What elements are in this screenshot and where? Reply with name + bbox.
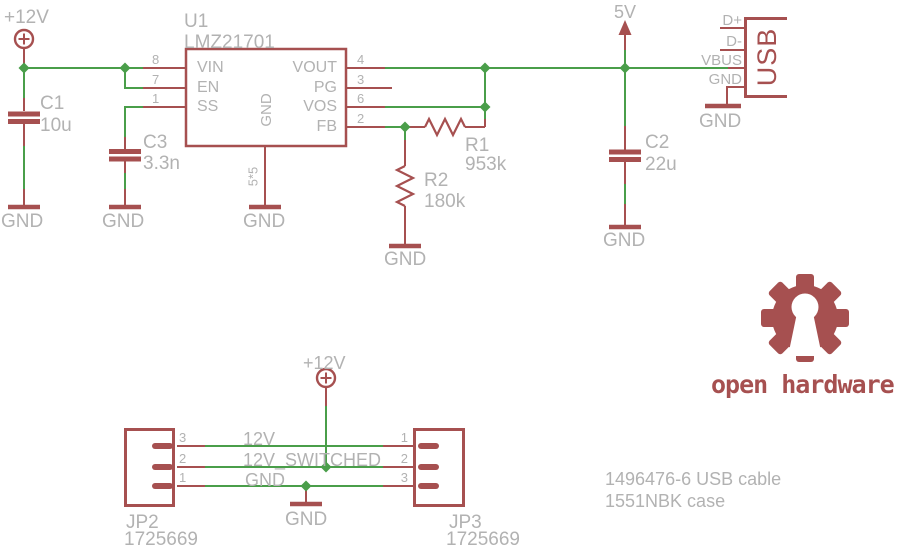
usb-pin-vbus-label: VBUS xyxy=(701,52,742,69)
jp2-pin3-number: 3 xyxy=(179,430,187,445)
u1-pin1-number: 1 xyxy=(152,91,160,106)
gnd-label-c2: GND xyxy=(603,230,646,251)
note-usb-cable: 1496476-6 USB cable xyxy=(605,469,782,489)
note-case: 1551NBK case xyxy=(605,491,726,511)
jp3-ref: JP3 xyxy=(449,512,482,533)
p12v-bottom-label: +12V xyxy=(303,353,346,373)
gnd-label-r2: GND xyxy=(384,249,427,270)
jp3-pin2-number: 2 xyxy=(400,451,408,466)
c2-value: 22u xyxy=(645,154,677,175)
r1-value: 953k xyxy=(465,154,507,175)
u1-pin-fb-label: FB xyxy=(316,118,337,135)
u1-value: LMZ21701 xyxy=(184,32,275,53)
p12v-top-label: +12V xyxy=(4,7,49,28)
u1-pin4-number: 4 xyxy=(357,52,365,67)
junction-dots xyxy=(18,62,631,492)
net-label-gnd: GND xyxy=(245,470,285,490)
jp3-pin3-number: 3 xyxy=(400,470,408,485)
u1-pin-pg-label: PG xyxy=(313,79,337,96)
u1-pin-ss-label: SS xyxy=(197,98,219,115)
gnd-label-u1: GND xyxy=(243,211,286,232)
u1-pin7-number: 7 xyxy=(152,72,160,87)
pin-stubs xyxy=(23,27,744,504)
open-hardware-gear-icon xyxy=(761,274,849,362)
p12v-bottom-circle-icon xyxy=(315,367,337,389)
jp3-connector-symbol xyxy=(413,428,465,507)
resistor-icons xyxy=(394,116,466,207)
u1-ref: U1 xyxy=(184,11,209,32)
u1-pin6-number: 6 xyxy=(357,91,365,106)
u1-pin-gnd-label: GND xyxy=(258,93,275,127)
u1-pin8-number: 8 xyxy=(152,52,160,67)
jp2-ref: JP2 xyxy=(126,512,159,533)
gnd-symbols xyxy=(8,103,741,507)
net-label-12v: 12V xyxy=(243,429,276,449)
u1-pin-vout-label: VOUT xyxy=(292,59,337,76)
u1-pin3-number: 3 xyxy=(357,72,365,87)
usb-connector-name: USB xyxy=(752,27,782,87)
r1-ref: R1 xyxy=(465,135,490,156)
c1-value: 10u xyxy=(40,115,72,136)
jp2-connector-symbol xyxy=(124,428,175,507)
v5-arrow-icon xyxy=(618,20,632,35)
usb-pin-dplus-label: D+ xyxy=(722,12,742,29)
u1-pin-en-label: EN xyxy=(197,79,220,96)
u1-pin2-number: 2 xyxy=(357,111,365,126)
usb-pin-dminus-label: D- xyxy=(726,33,742,50)
supply-symbols xyxy=(13,20,632,389)
r2-ref: R2 xyxy=(424,170,449,191)
gnd-label-c3: GND xyxy=(102,211,145,232)
u1-package-label: 5*5 xyxy=(245,166,261,187)
net-label-12v-switched: 12V_SWITCHED xyxy=(243,450,382,470)
c1-ref: C1 xyxy=(40,93,65,114)
gnd-label-c1: GND xyxy=(1,211,44,232)
jp2-pin1-number: 1 xyxy=(179,470,187,485)
r2-value: 180k xyxy=(424,191,466,212)
open-hardware-caption: open hardware xyxy=(711,370,895,399)
net-wires xyxy=(23,49,728,487)
jp3-value: 1725669 xyxy=(446,529,520,550)
gnd-label-usb: GND xyxy=(699,111,742,132)
jp3-pin1-number: 1 xyxy=(400,430,408,445)
u1-pin-vin-label: VIN xyxy=(197,59,224,76)
c3-ref: C3 xyxy=(143,132,168,153)
u1-pin-vos-label: VOS xyxy=(303,98,337,115)
p12v-top-circle-icon xyxy=(13,28,35,50)
c3-value: 3.3n xyxy=(143,153,180,174)
capacitor-icons xyxy=(8,111,641,162)
c2-ref: C2 xyxy=(645,132,670,153)
ic-u1-body xyxy=(184,47,348,148)
usb-connector-symbol xyxy=(744,17,787,98)
v5-label: 5V xyxy=(614,2,637,22)
gnd-label-bottom: GND xyxy=(285,509,328,530)
usb-pin-gnd-label: GND xyxy=(708,71,742,88)
jp2-value: 1725669 xyxy=(124,529,198,550)
jp2-pin2-number: 2 xyxy=(179,451,187,466)
